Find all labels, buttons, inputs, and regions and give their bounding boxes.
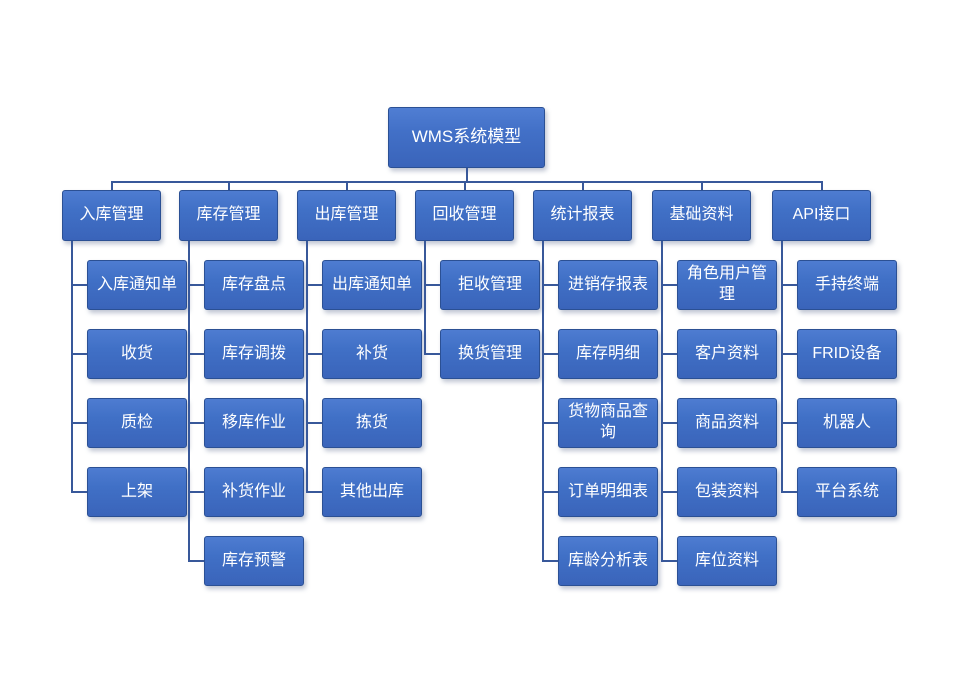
connector-line [542,241,544,562]
connector-line [661,241,663,562]
child-node: 库位资料 [677,536,777,586]
connector-line [661,353,677,355]
connector-line [781,284,797,286]
connector-line [542,491,558,493]
child-node: 商品资料 [677,398,777,448]
branch-node: 回收管理 [415,190,514,241]
branch-node: 统计报表 [533,190,632,241]
child-node: 库存调拨 [204,329,304,379]
connector-line [542,422,558,424]
child-node: 补货 [322,329,422,379]
child-node: 入库通知单 [87,260,187,310]
child-node: 库龄分析表 [558,536,658,586]
connector-line [306,284,322,286]
connector-line [781,353,797,355]
branch-node: 入库管理 [62,190,161,241]
connector-line [188,241,190,562]
child-node: 订单明细表 [558,467,658,517]
branch-node: 出库管理 [297,190,396,241]
child-node: 上架 [87,467,187,517]
connector-line [306,241,308,493]
connector-line [188,560,204,562]
connector-line [463,181,466,190]
connector-line [781,241,783,493]
connector-line [542,560,558,562]
connector-line [661,422,677,424]
connector-line [820,181,823,190]
child-node: FRID设备 [797,329,897,379]
connector-line [661,560,677,562]
connector-line [424,284,440,286]
connector-line [188,353,204,355]
child-node: 包装资料 [677,467,777,517]
connector-line [542,353,558,355]
child-node: 货物商品查询 [558,398,658,448]
connector-line [700,181,703,190]
child-node: 库存预警 [204,536,304,586]
child-node: 库存盘点 [204,260,304,310]
connector-line [581,181,584,190]
connector-line [110,181,113,190]
connector-line [306,422,322,424]
connector-line [465,168,468,183]
branch-node: 基础资料 [652,190,751,241]
child-node: 移库作业 [204,398,304,448]
child-node: 出库通知单 [322,260,422,310]
connector-line [306,353,322,355]
connector-line [345,181,348,190]
connector-line [71,491,87,493]
connector-line [188,284,204,286]
connector-line [424,241,426,355]
connector-line [781,491,797,493]
child-node: 角色用户管理 [677,260,777,310]
child-node: 拒收管理 [440,260,540,310]
child-node: 客户资料 [677,329,777,379]
connector-line [188,422,204,424]
child-node: 收货 [87,329,187,379]
child-node: 拣货 [322,398,422,448]
child-node: 其他出库 [322,467,422,517]
connector-line [542,284,558,286]
child-node: 手持终端 [797,260,897,310]
child-node: 换货管理 [440,329,540,379]
connector-line [661,284,677,286]
connector-line [110,181,823,183]
child-node: 质检 [87,398,187,448]
branch-node: 库存管理 [179,190,278,241]
child-node: 库存明细 [558,329,658,379]
connector-line [424,353,440,355]
connector-line [188,491,204,493]
connector-line [71,422,87,424]
child-node: 进销存报表 [558,260,658,310]
root-node: WMS系统模型 [388,107,545,168]
connector-line [71,284,87,286]
connector-line [71,241,73,493]
connector-line [227,181,230,190]
child-node: 平台系统 [797,467,897,517]
connector-line [661,491,677,493]
branch-node: API接口 [772,190,871,241]
connector-line [71,353,87,355]
connector-line [781,422,797,424]
connector-line [306,491,322,493]
child-node: 补货作业 [204,467,304,517]
child-node: 机器人 [797,398,897,448]
